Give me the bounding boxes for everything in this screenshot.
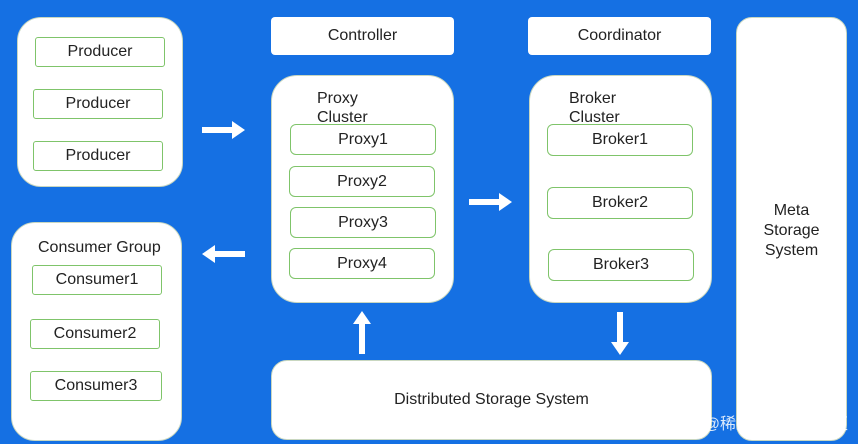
- proxy-cluster-panel: Proxy Cluster Proxy1 Proxy2 Proxy3 Proxy…: [271, 75, 454, 303]
- proxy-label: Proxy4: [337, 254, 387, 272]
- consumer-box-1: Consumer1: [32, 265, 162, 295]
- producer-label: Producer: [65, 147, 131, 164]
- arrow-right-icon: [202, 121, 245, 139]
- broker-box-3: Broker3: [548, 249, 694, 281]
- coordinator-label: Coordinator: [577, 27, 662, 44]
- proxy-box-1: Proxy1: [290, 124, 436, 155]
- broker-cluster-title: Broker Cluster: [569, 89, 620, 127]
- broker-label: Broker2: [591, 194, 649, 211]
- proxy-label: Proxy1: [338, 130, 388, 148]
- proxy-box-3: Proxy3: [290, 207, 436, 238]
- broker-cluster-panel: Broker Cluster Broker1 Broker2 Broker3: [529, 75, 712, 303]
- consumer-box-2: Consumer2: [30, 319, 160, 349]
- broker-cluster-title-line1: Broker: [569, 90, 617, 107]
- broker-box-2: Broker2: [547, 187, 693, 219]
- arrow-up-icon: [353, 311, 371, 354]
- producer-box-2: Producer: [33, 89, 163, 119]
- meta-storage-panel: Meta Storage System: [736, 17, 847, 441]
- consumer-label: Consumer2: [53, 325, 137, 342]
- broker-label: Broker3: [592, 256, 650, 273]
- consumer-group-title: Consumer Group: [38, 239, 161, 256]
- meta-storage-line3: System: [764, 242, 819, 259]
- meta-storage-label: Meta Storage System: [737, 201, 846, 261]
- arrow-right-icon: [469, 193, 512, 211]
- proxy-box-2: Proxy2: [289, 166, 435, 197]
- consumer-label: Consumer3: [54, 377, 138, 394]
- arrow-left-icon: [202, 245, 245, 263]
- controller-label: Controller: [327, 27, 398, 44]
- consumer-box-3: Consumer3: [30, 371, 162, 401]
- proxy-label: Proxy3: [338, 213, 388, 231]
- proxy-cluster-title-line1: Proxy: [317, 90, 358, 107]
- producer-panel: Producer Producer Producer: [17, 17, 183, 187]
- broker-box-1: Broker1: [547, 124, 693, 156]
- distributed-storage-label: Distributed Storage System: [394, 391, 589, 408]
- proxy-cluster-title-line2: Cluster: [317, 109, 368, 126]
- proxy-label: Proxy2: [337, 172, 387, 190]
- proxy-cluster-title: Proxy Cluster: [317, 89, 368, 127]
- producer-box-1: Producer: [35, 37, 165, 67]
- meta-storage-line1: Meta: [773, 202, 810, 219]
- watermark: @稀土掘金技术社区: [703, 416, 848, 433]
- broker-label: Broker1: [591, 131, 649, 148]
- producer-label: Producer: [67, 43, 133, 60]
- producer-label: Producer: [65, 95, 131, 112]
- controller-box: Controller: [271, 17, 454, 55]
- distributed-storage-box: Distributed Storage System: [271, 360, 712, 440]
- proxy-box-4: Proxy4: [289, 248, 435, 279]
- consumer-group-panel: Consumer Group Consumer1 Consumer2 Consu…: [11, 222, 182, 441]
- consumer-label: Consumer1: [55, 271, 139, 288]
- meta-storage-line2: Storage: [763, 222, 820, 239]
- coordinator-box: Coordinator: [528, 17, 711, 55]
- arrow-down-icon: [611, 312, 629, 355]
- producer-box-3: Producer: [33, 141, 163, 171]
- broker-cluster-title-line2: Cluster: [569, 109, 620, 126]
